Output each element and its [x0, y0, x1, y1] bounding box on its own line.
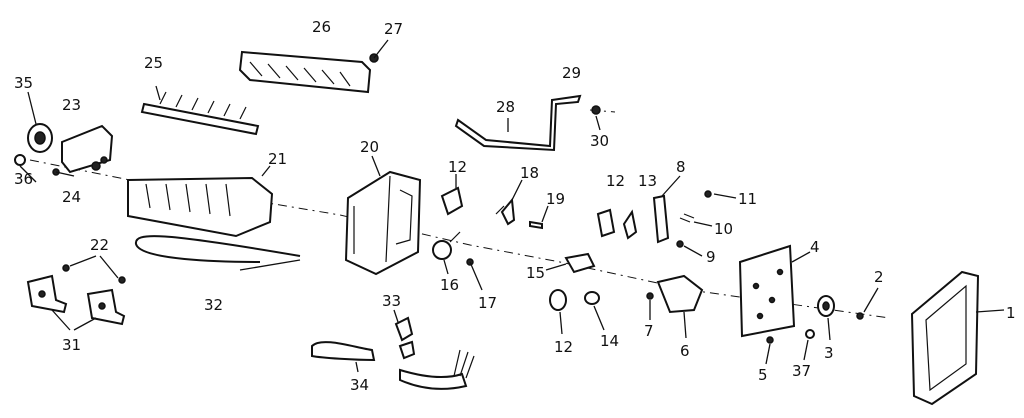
label-part-8: 8 — [676, 158, 686, 176]
label-part-11: 11 — [738, 190, 757, 208]
label-part-29: 29 — [562, 64, 581, 82]
part-12b-cam — [596, 208, 616, 238]
label-part-21: 21 — [268, 150, 287, 168]
part-12a-cam — [440, 174, 464, 216]
part-20-housing — [344, 155, 422, 276]
part-25-ejector-shaft — [140, 85, 260, 136]
part-24-screw — [52, 168, 75, 177]
label-part-20: 20 — [360, 138, 379, 156]
part-12c-cam — [549, 289, 567, 335]
label-part-1: 1 — [1006, 304, 1016, 322]
label-part-33: 33 — [382, 292, 401, 310]
label-part-5: 5 — [758, 366, 768, 384]
callout-labels: 1 2 3 4 5 6 7 8 9 10 11 12 12 12 13 14 1… — [14, 18, 1016, 394]
label-part-23: 23 — [62, 96, 81, 114]
part-32-heater-cord — [134, 235, 301, 271]
label-part-2: 2 — [874, 268, 884, 286]
label-part-15: 15 — [526, 264, 545, 282]
label-part-36: 36 — [14, 170, 33, 188]
part-27-screw — [369, 39, 389, 63]
part-35-grommet — [27, 91, 53, 153]
part-7-screw — [646, 292, 654, 320]
label-part-27: 27 — [384, 20, 403, 38]
label-part-6: 6 — [680, 342, 690, 360]
label-part-7: 7 — [644, 322, 654, 340]
part-13-spring — [622, 209, 638, 240]
part-31-brackets — [26, 274, 126, 331]
part-1-front-cover — [910, 270, 1005, 406]
label-part-13: 13 — [638, 172, 657, 190]
label-part-28: 28 — [496, 98, 515, 116]
part-36-nut — [14, 154, 37, 183]
part-11-screw — [704, 190, 737, 199]
part-18-lever — [495, 179, 523, 226]
part-2-screw — [856, 287, 879, 320]
part-10-spring — [679, 213, 713, 227]
part-26-cover — [238, 50, 372, 94]
label-part-22: 22 — [90, 236, 109, 254]
label-part-24: 24 — [62, 188, 81, 206]
label-part-18: 18 — [520, 164, 539, 182]
part-5-screw — [765, 336, 774, 365]
label-part-34: 34 — [350, 376, 369, 394]
label-part-9: 9 — [706, 248, 716, 266]
part-22-screws — [62, 255, 126, 284]
label-part-17: 17 — [478, 294, 497, 312]
part-6-motor — [656, 274, 704, 339]
label-part-10: 10 — [714, 220, 733, 238]
part-14-gear — [584, 291, 605, 331]
part-23-switch-box — [61, 124, 114, 174]
label-part-30: 30 — [590, 132, 609, 150]
label-part-37: 37 — [792, 362, 811, 380]
part-21-ice-mold — [127, 165, 274, 238]
label-part-16: 16 — [440, 276, 459, 294]
part-30-nut — [591, 105, 601, 131]
part-33-clip — [393, 309, 416, 360]
label-part-12a: 12 — [448, 158, 467, 176]
label-part-35: 35 — [14, 74, 33, 92]
label-part-3: 3 — [824, 344, 834, 362]
part-9-screw — [676, 240, 703, 257]
label-part-32: 32 — [204, 296, 223, 314]
part-19-screw — [529, 205, 549, 230]
part-16-motor — [432, 231, 461, 275]
label-part-12c: 12 — [554, 338, 573, 356]
label-part-4: 4 — [810, 238, 820, 256]
label-part-14: 14 — [600, 332, 619, 350]
part-37-nut — [803, 329, 815, 361]
label-part-12b: 12 — [606, 172, 625, 190]
label-part-25: 25 — [144, 54, 163, 72]
label-part-19: 19 — [546, 190, 565, 208]
part-4-mounting-plate — [738, 244, 811, 338]
part-8-bracket — [652, 175, 681, 244]
part-15-plug — [545, 252, 596, 274]
part-28-feeler-arm — [454, 94, 582, 152]
label-part-31: 31 — [62, 336, 81, 354]
part-3-knob — [817, 295, 835, 341]
part-34-tube — [311, 341, 475, 390]
label-part-26: 26 — [312, 18, 331, 36]
part-17-screw — [466, 258, 483, 291]
